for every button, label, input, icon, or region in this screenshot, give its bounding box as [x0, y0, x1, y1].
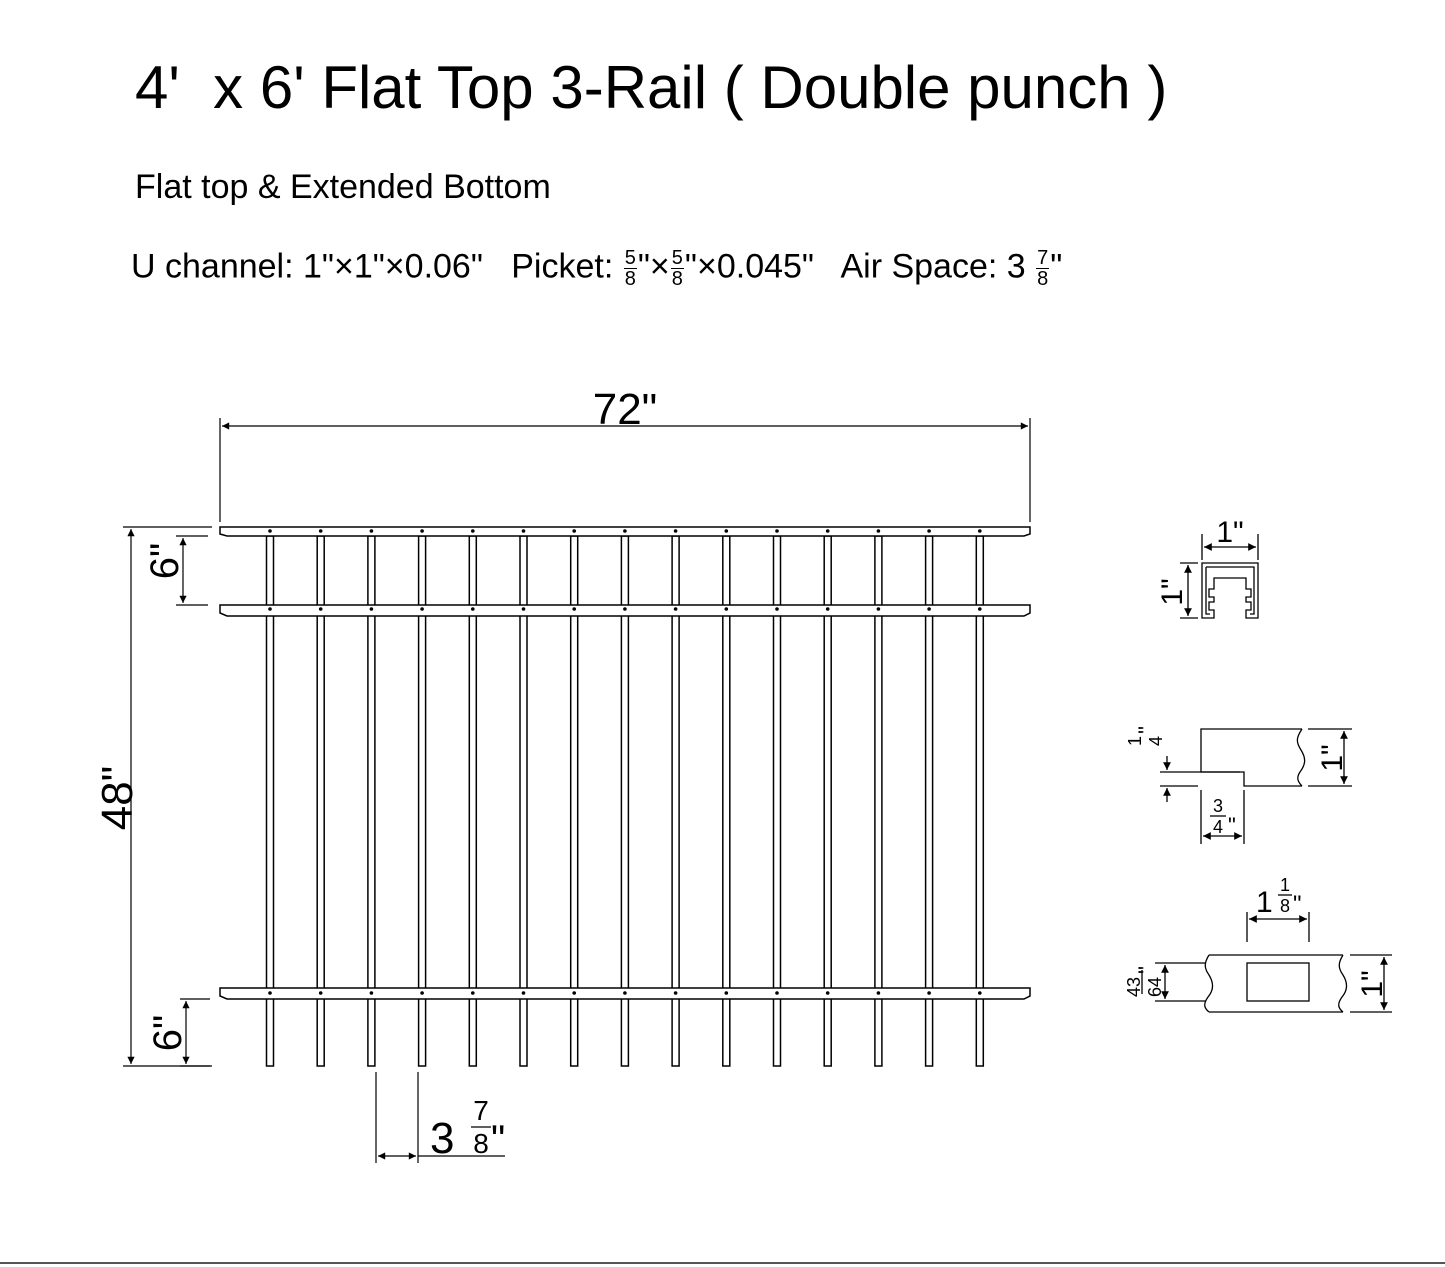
rivet: [268, 607, 272, 611]
u-height-label: 1": [1156, 578, 1189, 605]
notch-width-unit: ": [1228, 813, 1236, 838]
spacing-den: 8: [473, 1128, 489, 1159]
notch-depth-den: 4: [1146, 736, 1166, 746]
rivet: [724, 529, 729, 533]
hole-width-num: 1: [1280, 875, 1290, 895]
rivet: [318, 607, 323, 611]
rivet: [318, 991, 323, 995]
rivet: [876, 991, 881, 995]
rivet: [927, 529, 931, 533]
hole-height-den: 64: [1145, 977, 1165, 997]
rail-notch-profile: [1200, 728, 1302, 787]
rivet: [876, 607, 881, 611]
rivet: [724, 607, 729, 611]
rivet: [521, 529, 526, 533]
rivet: [369, 991, 374, 995]
u-width-label: 1": [1216, 516, 1243, 549]
rivet: [775, 991, 779, 995]
notch-depth-unit: ": [1134, 726, 1159, 734]
rivet: [572, 991, 576, 995]
hole-height-num: 43: [1124, 977, 1144, 997]
punch-hole: [1246, 962, 1310, 1002]
rivet: [369, 529, 374, 533]
width-dimension: [219, 418, 1031, 522]
air-space-spec: Air Space: 3: [840, 247, 1036, 286]
rivets: [268, 529, 982, 995]
top-offset-dimension: [176, 535, 208, 606]
rivet: [268, 991, 272, 995]
notch-width-num: 3: [1213, 796, 1223, 816]
bottom-offset-dimension: [180, 998, 210, 1067]
rivet: [927, 991, 931, 995]
width-label: 72": [593, 385, 658, 434]
hole-width-unit: ": [1293, 891, 1302, 918]
rail-notch-detail: [1131, 728, 1352, 844]
height-label: 48": [93, 766, 142, 831]
spacing-whole: 3: [430, 1114, 454, 1163]
rivet: [673, 991, 678, 995]
u-channel-profile: [1201, 562, 1259, 619]
rivet: [927, 607, 931, 611]
rivet: [623, 529, 627, 533]
rivet: [623, 607, 627, 611]
rivet: [420, 607, 424, 611]
hole-width-den: 8: [1280, 896, 1290, 916]
picket-spec-label: Picket:: [511, 247, 623, 286]
rivet: [673, 607, 678, 611]
drawing-subtitle: Flat top & Extended Bottom: [135, 168, 551, 206]
page-bottom-border: [0, 1262, 1445, 1264]
rivet: [775, 529, 779, 533]
notch-width-den: 4: [1213, 817, 1223, 837]
rivet: [369, 607, 374, 611]
hole-height-unit: ": [1134, 966, 1159, 974]
rivet: [572, 607, 576, 611]
rivet: [978, 529, 982, 533]
rivet: [318, 529, 323, 533]
rivet: [420, 991, 424, 995]
rivet: [825, 607, 830, 611]
spacing-dimension: [375, 1072, 505, 1163]
punched-rail-detail: [1141, 894, 1392, 1013]
spacing-num: 7: [473, 1095, 489, 1126]
rivet: [978, 991, 982, 995]
drawing-title: 4' x 6' Flat Top 3-Rail ( Double punch ): [135, 54, 1168, 121]
hole-width-whole: 1: [1256, 886, 1273, 919]
spacing-unit: ": [491, 1118, 505, 1162]
rivet: [471, 991, 475, 995]
top-offset-label: 6": [143, 543, 187, 579]
rivet: [572, 529, 576, 533]
rivet: [471, 607, 475, 611]
rivet: [420, 529, 424, 533]
punched-rail-height-label: 1": [1356, 970, 1389, 997]
u-channel-detail: [1180, 534, 1259, 619]
u-channel-spec: U channel: 1"×1"×0.06": [131, 247, 483, 286]
rivet: [724, 991, 729, 995]
rivet: [825, 991, 830, 995]
rivet: [876, 529, 881, 533]
rivet: [268, 529, 272, 533]
rivet: [978, 607, 982, 611]
rivet: [623, 991, 627, 995]
rivet: [521, 991, 526, 995]
bottom-offset-label: 6": [146, 1015, 190, 1051]
rail-height-label: 1": [1316, 744, 1349, 771]
rivet: [521, 607, 526, 611]
rivet: [673, 529, 678, 533]
pickets: [265, 535, 985, 1067]
rivet: [471, 529, 475, 533]
notch-depth-num: 1: [1125, 736, 1145, 746]
rivet: [825, 529, 830, 533]
rivet: [775, 607, 779, 611]
